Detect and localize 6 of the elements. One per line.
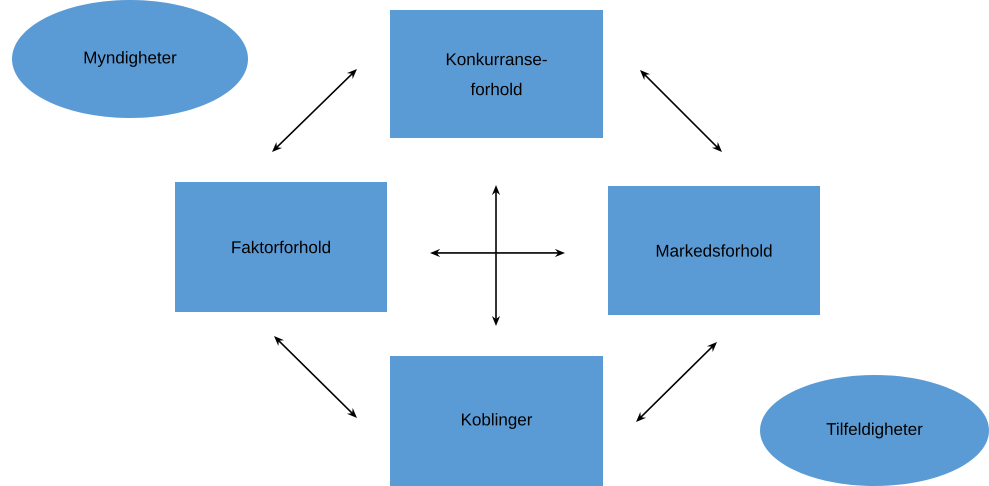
process-box: Koblinger: [390, 356, 603, 486]
ellipse-node: Tilfeldigheter: [760, 374, 989, 486]
ellipse-node: Myndigheter: [12, 0, 248, 118]
process-box: Markedsforhold: [608, 186, 820, 315]
process-box: Konkurranse- forhold: [390, 10, 603, 138]
process-box: Faktorforhold: [175, 182, 387, 312]
